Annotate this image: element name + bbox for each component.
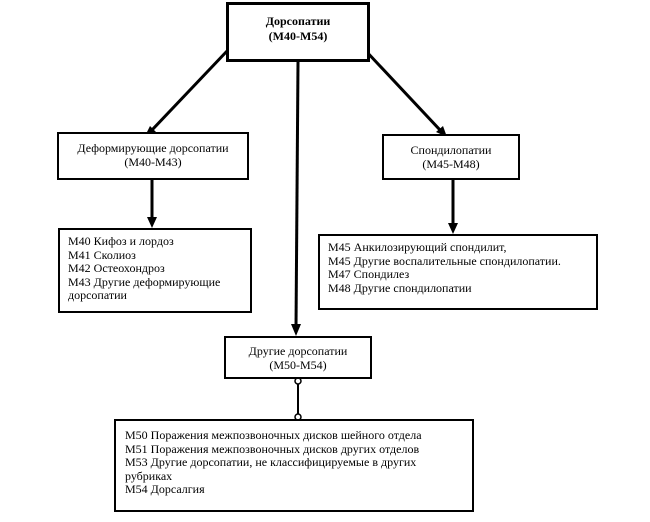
- spondylopathy-node: Спондилопатии (М45-М48): [382, 134, 520, 180]
- deforming-node: Деформирующие дорсопатии (М40-М43): [57, 132, 249, 180]
- other-title: Другие дорсопатии: [248, 344, 348, 358]
- spondylopathy-code: (М45-М48): [422, 157, 480, 171]
- arrow-root-to-spondylopathy: [363, 48, 442, 132]
- list-item: М48 Другие спондилопатии: [328, 280, 472, 295]
- list-item: М51 Поражения межпозвоночных дисков друг…: [125, 441, 420, 456]
- other-node: Другие дорсопатии (М50-М54): [224, 336, 372, 379]
- other-list: М50 Поражения межпозвоночных дисков шейн…: [114, 419, 474, 512]
- list-item: М40 Кифоз и лордоз: [68, 234, 174, 248]
- list-item: М45 Другие воспалительные спондилопатии.: [328, 253, 561, 268]
- list-item: М45 Анкилозирующий спондилит,: [328, 240, 507, 254]
- list-item: М54 Дорсалгия: [125, 482, 205, 497]
- spondylopathy-list: М45 Анкилозирующий спондилит, М45 Другие…: [318, 234, 598, 310]
- arrow-root-to-deforming: [150, 48, 230, 132]
- arrow-root-to-other: [294, 61, 300, 329]
- root-code: (M40-M54): [268, 29, 328, 43]
- arrowhead-spondylopathy-list: [448, 223, 458, 234]
- deforming-title: Деформирующие дорсопатии: [77, 141, 229, 155]
- list-item: М47 Спондилез: [328, 267, 410, 282]
- list-item: М42 Остеохондроз: [68, 261, 165, 276]
- spondylopathy-title: Спондилопатии: [410, 143, 492, 157]
- root-node: Дорсопатии (M40-M54): [226, 2, 370, 62]
- deforming-code: (М40-М43): [124, 155, 182, 169]
- other-code: (М50-М54): [269, 358, 327, 372]
- list-item: М53 Другие дорсопатии, не классифицируем…: [125, 455, 417, 483]
- list-item: М50 Поражения межпозвоночных дисков шейн…: [125, 428, 422, 442]
- root-title: Дорсопатии: [265, 14, 331, 28]
- list-item: М41 Сколиоз: [68, 247, 136, 262]
- arrowhead-other: [291, 324, 301, 336]
- list-item: М43 Другие деформирующие дорсопатии: [68, 274, 221, 303]
- deforming-list: М40 Кифоз и лордоз М41 Сколиоз М42 Остео…: [58, 228, 252, 313]
- arrowhead-deforming-list: [147, 217, 157, 228]
